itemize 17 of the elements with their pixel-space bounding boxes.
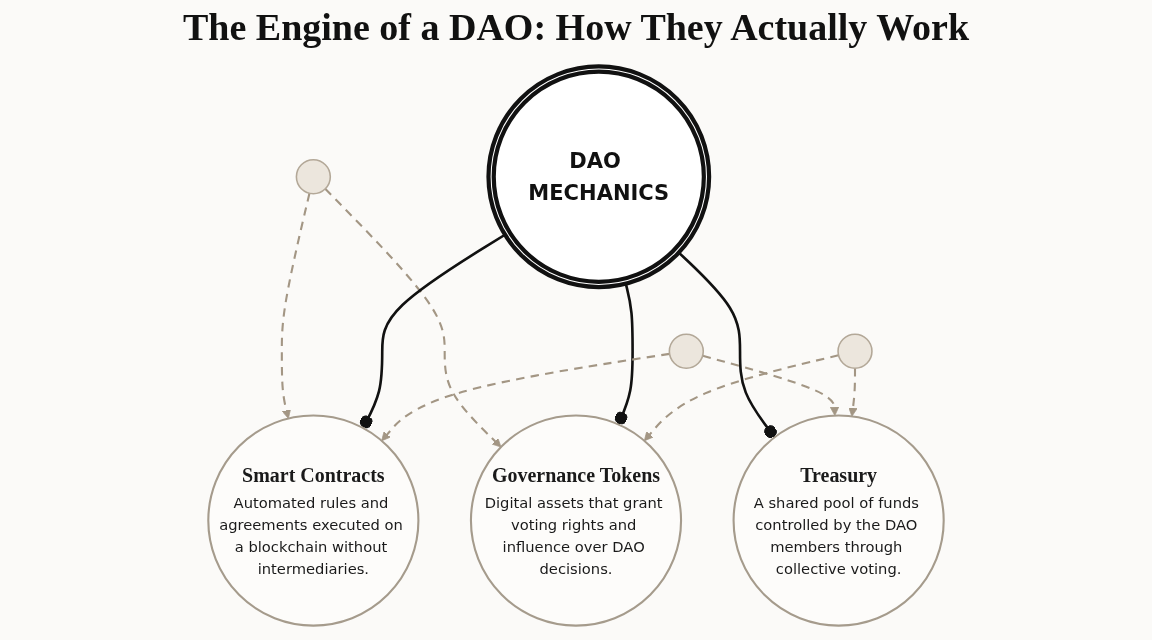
connector xyxy=(359,233,506,429)
arrow xyxy=(848,368,858,417)
arrow xyxy=(643,354,839,442)
node-circle: Treasury A shared pool of funds controlled by the DAO members through collective voting. xyxy=(732,414,945,627)
arrow xyxy=(324,188,502,448)
node-circle: Governance Tokens Digital assets that grant voting rights and influence over DAO decisions. xyxy=(469,414,683,627)
connector xyxy=(677,251,777,438)
node-circle: DAO MECHANICS xyxy=(486,64,712,290)
title: The Engine of a DAO: How They Actually Work xyxy=(182,5,970,50)
arrow xyxy=(381,352,670,442)
arrow xyxy=(280,192,311,419)
node-circle xyxy=(668,333,705,369)
node-circle xyxy=(295,159,332,195)
node-circle: Smart Contracts Automated rules and agreements executed on a blockchain without intermediaries. xyxy=(207,414,420,627)
node-circle xyxy=(837,333,873,369)
connector xyxy=(614,283,634,425)
arrow xyxy=(702,354,840,416)
